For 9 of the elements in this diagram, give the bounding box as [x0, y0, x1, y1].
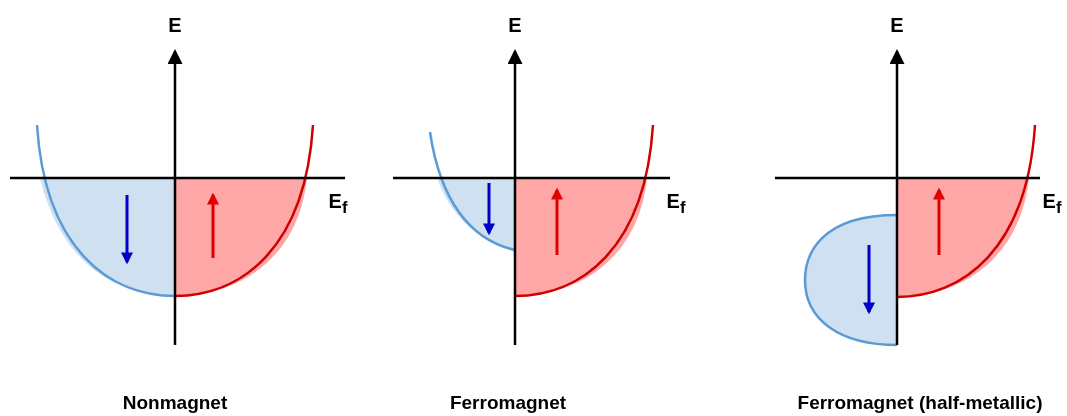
panel-caption: Ferromagnet [449, 392, 567, 414]
panel-caption: Nonmagnet [122, 392, 228, 414]
fermi-level-label: E$_{f}$ [1042, 190, 1062, 218]
fermi-level-label: E$_{f}$ [666, 190, 686, 218]
axis-label: E [508, 14, 522, 37]
panel-caption: Ferromagnet (half-metallic) [797, 392, 1043, 414]
axis-label: E [890, 14, 904, 37]
fermi-level-label: E$_{f}$ [328, 190, 348, 218]
axis-label: E [168, 14, 182, 37]
